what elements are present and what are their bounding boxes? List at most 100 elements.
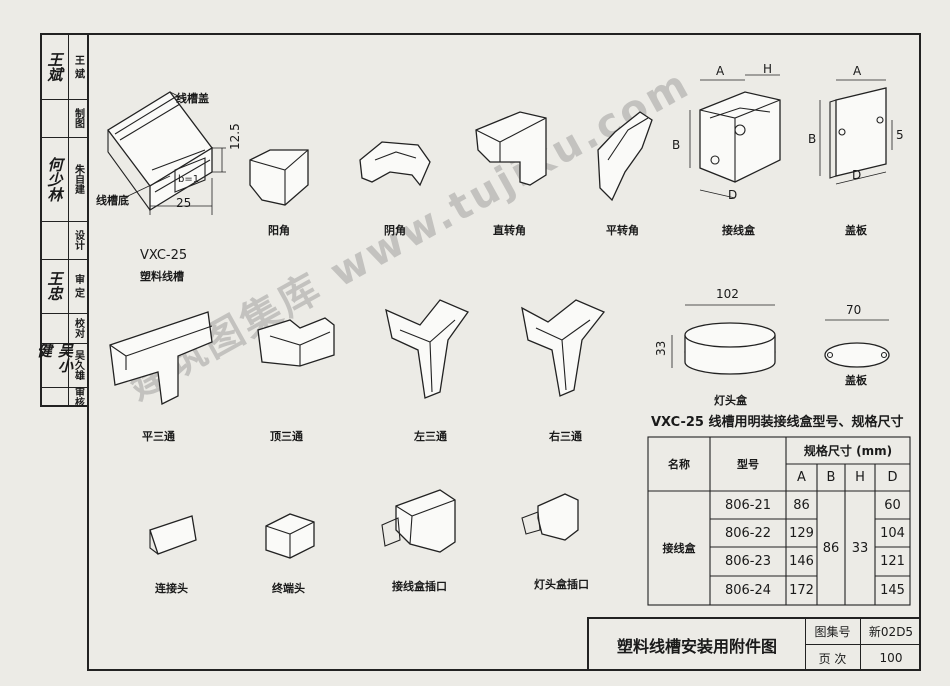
- drawing-frame: [87, 33, 921, 671]
- fitting-caption: 平转角: [606, 224, 639, 237]
- fitting-caption: 终端头: [272, 582, 305, 595]
- table-cell: 121: [880, 554, 905, 569]
- trough-base-label: 线槽底: [96, 194, 129, 207]
- fitting-caption: 连接头: [155, 582, 188, 595]
- cover-dim-thickness: 5: [896, 128, 904, 142]
- signature: 王忠: [45, 271, 64, 301]
- top-tee-drawing: [257, 317, 335, 367]
- title-block: 塑料线槽安装用附件图 图集号 新02D5 页 次 100: [587, 617, 921, 671]
- signature: 何少林: [45, 156, 64, 202]
- sidebar-row: 制图: [42, 99, 87, 138]
- table-cell: 172: [789, 583, 814, 598]
- atlas-value: 新02D5: [861, 619, 921, 645]
- spec-table: 名称 型号 规格尺寸 (mm) A B H D 接线盒 806-21 86 60…: [648, 437, 910, 605]
- sidebar-row: 审核: [42, 387, 87, 407]
- table-cell: 806-21: [724, 497, 772, 513]
- table-cell: 104: [880, 525, 905, 541]
- fitting-caption: 盖板: [845, 224, 867, 237]
- table-cell: 60: [884, 497, 901, 513]
- role-label: 制图: [72, 108, 84, 128]
- drawing-title: 塑料线槽安装用附件图: [589, 619, 806, 671]
- trough-drawing: [107, 91, 226, 215]
- role-label: 王 斌: [72, 55, 84, 79]
- approval-sidebar: 王斌 王 斌 制图 何少林 朱自建 设计 王忠 审 定 校对 吴小健 吴久雄: [35, 33, 87, 407]
- role-label: 朱自建: [72, 164, 84, 194]
- col-name-header: 名称: [668, 458, 690, 471]
- fitting-caption: 盖板: [845, 374, 867, 387]
- sub-col-a: A: [797, 470, 806, 485]
- cover-plate-drawing: [819, 79, 893, 185]
- junction-dim-a: A: [716, 64, 725, 78]
- cover-dim-b: B: [808, 132, 817, 146]
- role-label: 吴久雄: [72, 350, 84, 380]
- outside-corner-drawing: [249, 149, 309, 206]
- col-model-header: 型号: [737, 458, 759, 471]
- sidebar-row: 设计: [42, 221, 87, 260]
- trough-caption: 塑料线槽: [140, 270, 184, 283]
- sidebar-row: 校对: [42, 313, 87, 344]
- inside-corner-drawing: [359, 141, 431, 187]
- fitting-caption: 阴角: [384, 224, 406, 237]
- lamp-cover-dia-dim: 70: [846, 303, 862, 317]
- table-cell: 806-24: [724, 583, 772, 598]
- page-value: 100: [879, 651, 903, 665]
- fitting-caption: 接线盒插口: [392, 580, 447, 593]
- fitting-caption: 接线盒: [722, 224, 755, 237]
- page-label: 页 次: [805, 645, 861, 671]
- table-cell: 146: [789, 554, 814, 569]
- straight-turn-drawing: [475, 111, 547, 186]
- table-cell: 806-23: [724, 554, 772, 569]
- sidebar-row: 何少林 朱自建: [42, 137, 87, 222]
- lamp-cover-drawing: [824, 319, 890, 368]
- flat-turn-drawing: [597, 111, 653, 202]
- junction-dim-h: H: [763, 62, 773, 76]
- cover-dim-d: D: [852, 168, 862, 182]
- fitting-caption: 平三通: [142, 430, 175, 443]
- atlas-label: 图集号: [805, 619, 861, 645]
- spec-table-grid: [647, 436, 911, 606]
- role-label: 审核: [72, 387, 84, 407]
- trough-width-dim: 25: [176, 196, 192, 210]
- fitting-caption: 阳角: [268, 224, 290, 237]
- trough-model: VXC-25: [140, 248, 188, 263]
- fitting-caption: 顶三通: [270, 430, 303, 443]
- table-cell: 86: [793, 497, 810, 513]
- right-tee-drawing: [521, 299, 606, 397]
- role-label: 审 定: [72, 274, 84, 298]
- fitting-caption: 灯头盒插口: [534, 578, 589, 591]
- col-spec-header: 规格尺寸 (mm): [803, 444, 893, 458]
- lamp-box-height-dim: 33: [654, 340, 668, 356]
- trough-height-dim: 12.5: [228, 123, 242, 150]
- role-label: 设计: [72, 230, 84, 250]
- role-label: 校对: [72, 318, 84, 338]
- table-cell: 129: [789, 525, 814, 541]
- cover-dim-a: A: [853, 64, 862, 78]
- left-tee-drawing: [385, 299, 469, 399]
- fitting-caption: 直转角: [493, 224, 526, 237]
- flat-tee-drawing: [109, 311, 213, 405]
- sidebar-row: 吴小健 吴久雄: [35, 343, 87, 388]
- sidebar-row: 王斌 王 斌: [42, 35, 87, 100]
- sub-col-h: H: [855, 470, 865, 485]
- fitting-caption: 灯头盒: [714, 394, 747, 407]
- lamp-socket-drawing: [521, 493, 579, 541]
- spec-table-title: VXC-25 线槽用明装接线盒型号、规格尺寸: [651, 415, 904, 430]
- signature: 吴小健: [35, 343, 74, 373]
- lamp-box-drawing: [671, 304, 776, 375]
- sub-col-d: D: [887, 470, 898, 485]
- merged-h-cell: 33: [851, 540, 869, 556]
- junction-box-drawing: [689, 74, 781, 199]
- sidebar-row: 王忠 审 定: [42, 259, 87, 314]
- trough-thickness-dim: b=1: [178, 174, 200, 185]
- trough-cover-label: 线槽盖: [176, 92, 209, 105]
- signature: 王斌: [45, 52, 64, 82]
- junction-dim-b: B: [672, 138, 681, 152]
- lamp-box-dia-dim: 102: [716, 287, 739, 301]
- end-cap-drawing: [265, 513, 315, 559]
- merged-b-cell: 86: [822, 540, 840, 556]
- table-cell: 806-22: [724, 525, 772, 541]
- row-name: 接线盒: [662, 542, 696, 555]
- fitting-caption: 左三通: [414, 430, 447, 443]
